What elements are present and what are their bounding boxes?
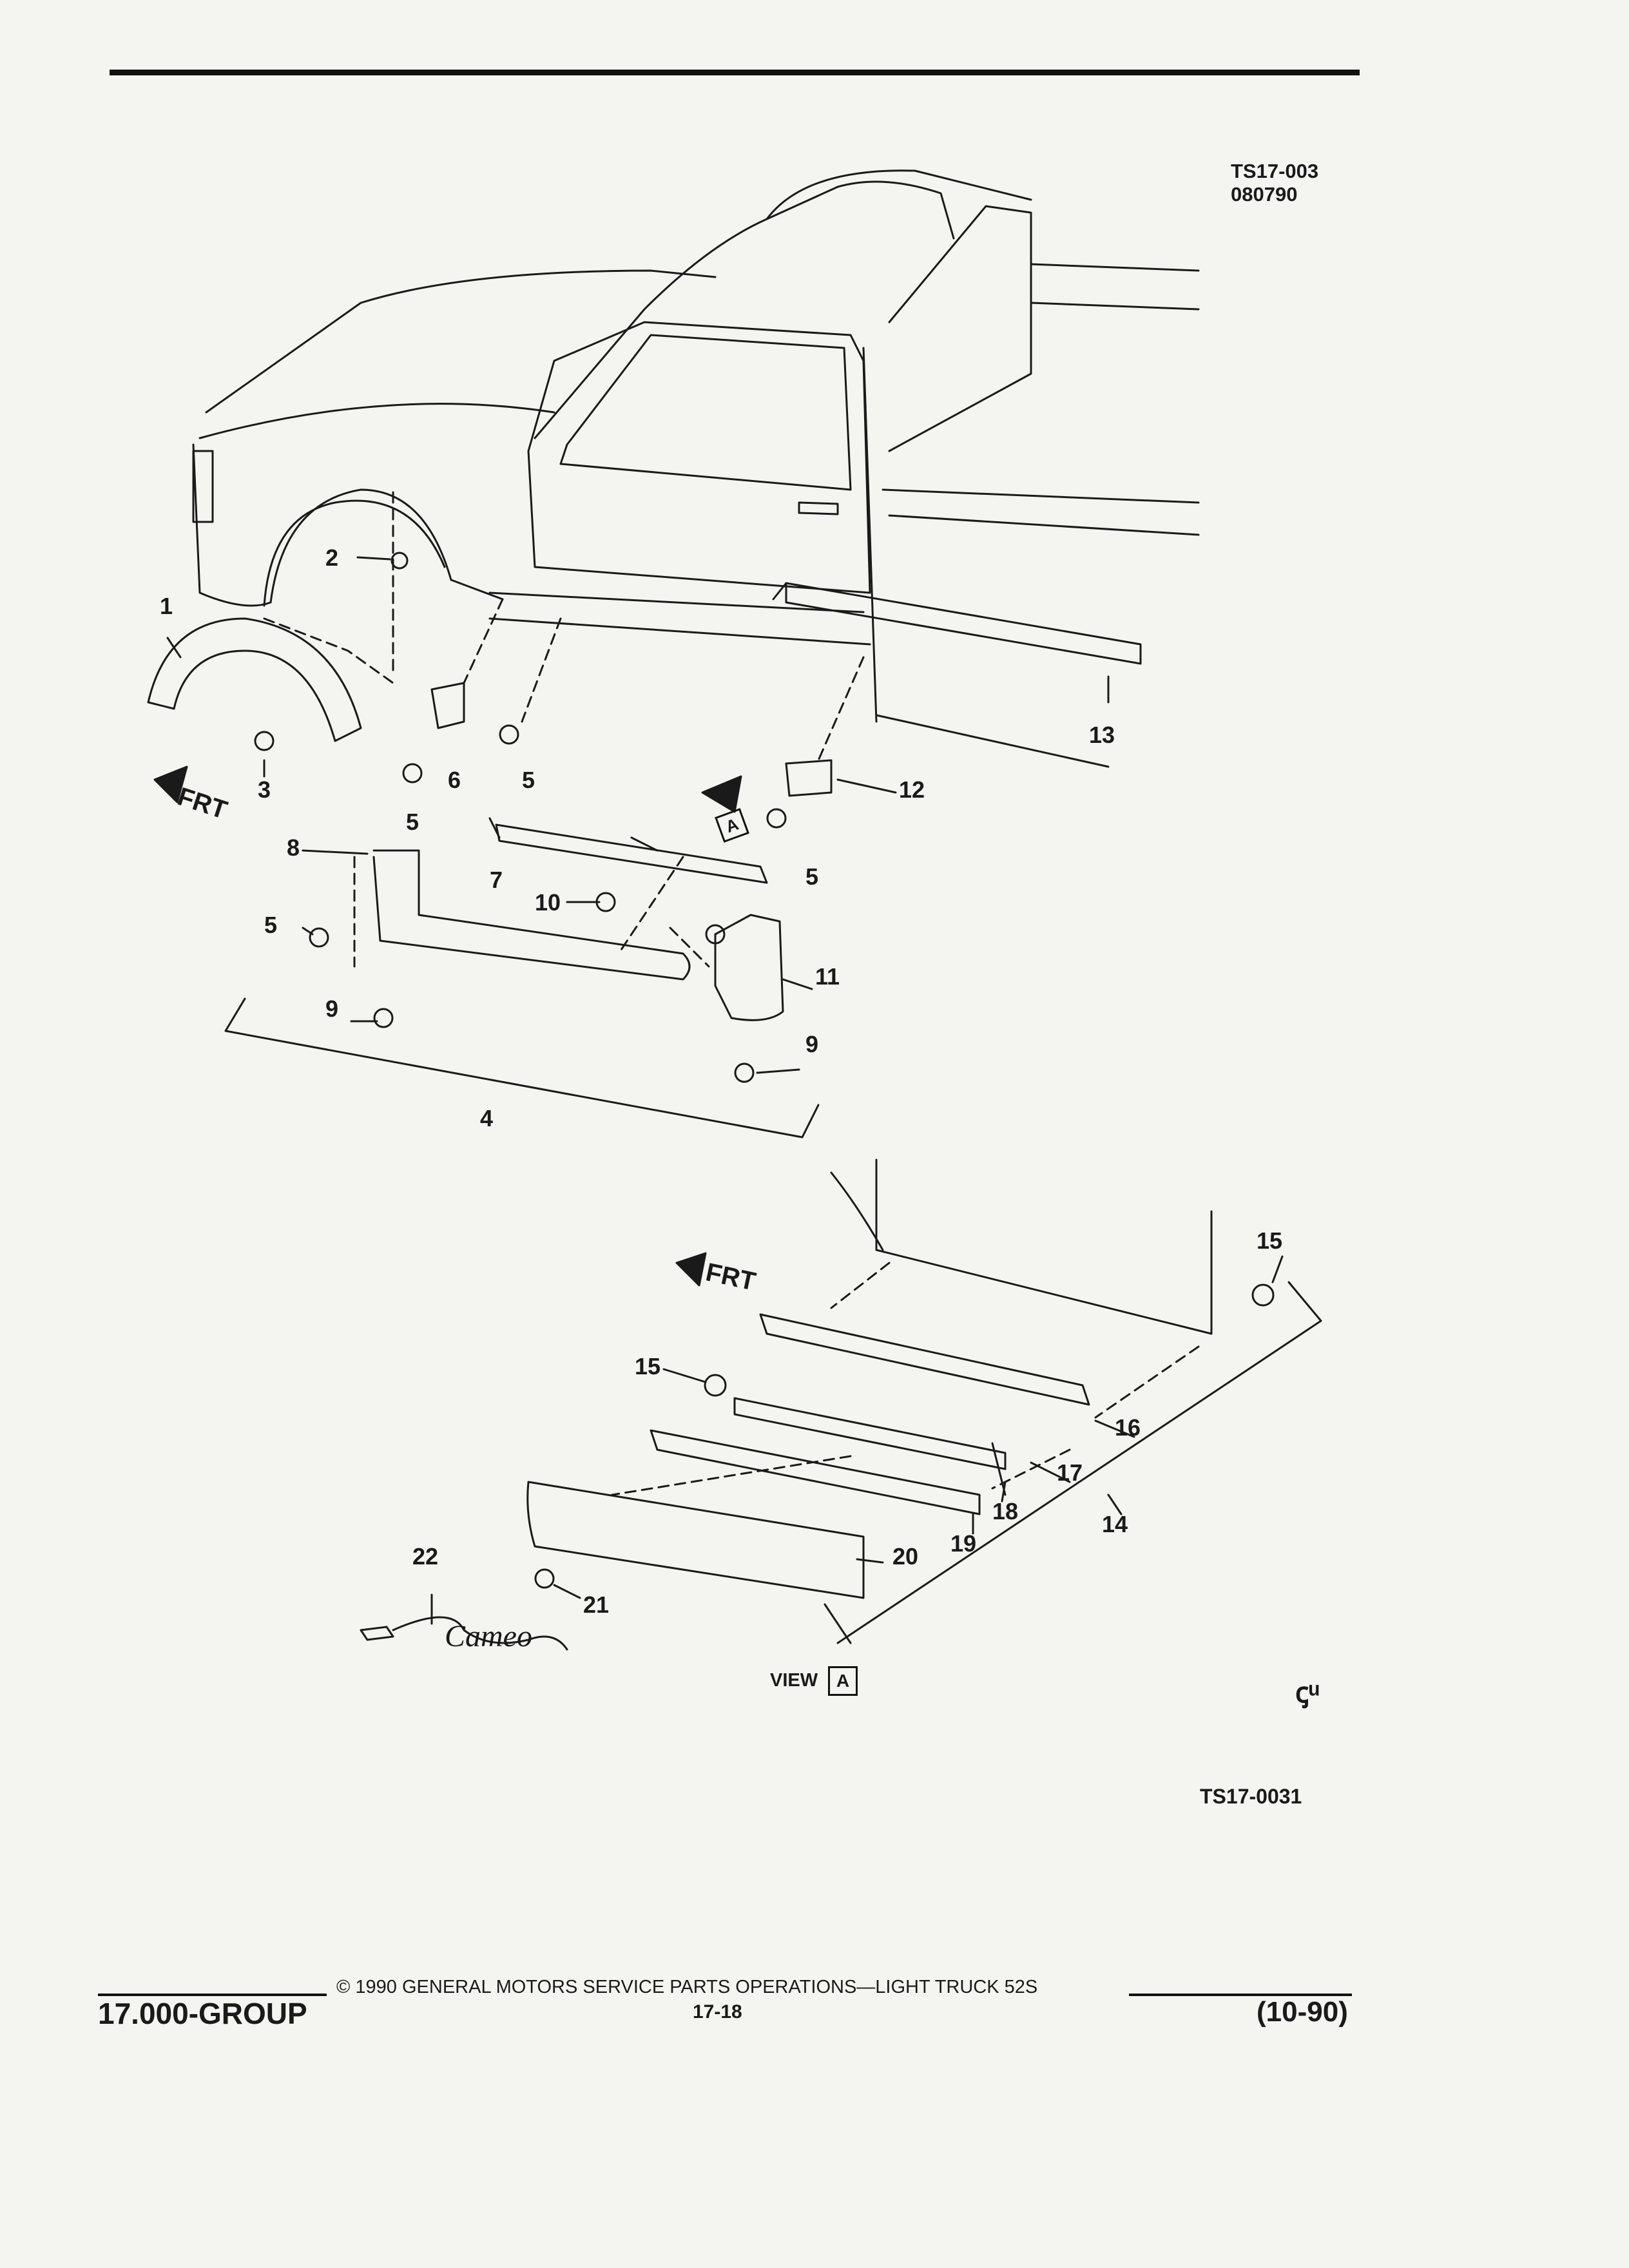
view-a-arrow-shape	[702, 776, 741, 812]
footer-group: 17.000-GROUP	[98, 1997, 307, 2030]
frt-arrow-2-shape	[677, 1253, 706, 1285]
fastener-5d	[706, 925, 724, 943]
callout-5b: 5	[522, 767, 535, 793]
leader-lines	[264, 490, 863, 966]
part-20-molding	[528, 1482, 863, 1598]
part-16-rail	[760, 1314, 1089, 1405]
truck-b-pillar	[863, 348, 876, 722]
part-6-bracket	[432, 683, 464, 728]
callout-15a: 15	[635, 1353, 661, 1379]
callout-21: 21	[583, 1591, 610, 1618]
view-label: VIEW	[770, 1670, 818, 1691]
truck-rocker-line	[490, 593, 870, 644]
view-a-leaders	[612, 1263, 1199, 1495]
callout-9b: 9	[805, 1031, 819, 1057]
fastener-2	[392, 553, 407, 568]
callout-lines	[168, 557, 1282, 1624]
truck-door-handle	[799, 503, 838, 514]
part-4-molding	[374, 850, 689, 979]
truck-hood	[206, 271, 715, 412]
callout-10: 10	[535, 889, 561, 916]
fastener-3	[255, 732, 273, 750]
part-4-group-bracket	[226, 999, 818, 1137]
callout-5d: 5	[805, 863, 819, 890]
fastener-5c	[310, 928, 328, 947]
callout-1: 1	[160, 593, 173, 619]
callout-19: 19	[950, 1530, 977, 1557]
callout-6: 6	[448, 767, 461, 793]
part-1-fender-flare	[148, 619, 361, 741]
truck-door-window	[561, 335, 851, 490]
footer-rule-left	[98, 1994, 327, 1996]
part-12-bracket	[786, 760, 831, 796]
truck-bed-rail-top	[1031, 264, 1199, 309]
footer-copyright: © 1990 GENERAL MOTORS SERVICE PARTS OPER…	[336, 1977, 1038, 1997]
service-parts-logo-icon: ꞔᵘ	[1295, 1677, 1320, 1709]
figure-code: TS17-003 080790	[1231, 160, 1318, 206]
callout-5c: 5	[264, 912, 278, 938]
figure-code-bottom: TS17-0031	[1200, 1785, 1302, 1808]
truck-headlamp	[193, 451, 213, 522]
fastener-12	[767, 809, 786, 827]
truck-door-outline	[528, 322, 870, 593]
cameo-script-text: Cameo	[445, 1619, 532, 1653]
callout-7: 7	[490, 867, 503, 893]
callout-2: 2	[325, 544, 339, 571]
part-17-strip	[735, 1398, 1005, 1469]
callout-9a: 9	[325, 995, 339, 1022]
view-letter-box: A	[828, 1666, 858, 1696]
callout-8: 8	[287, 834, 300, 861]
frt-arrow-1-shape	[155, 767, 187, 802]
callout-12: 12	[899, 776, 925, 803]
callout-4: 4	[480, 1105, 494, 1131]
callout-14: 14	[1102, 1511, 1128, 1537]
fastener-15b	[1253, 1285, 1273, 1305]
part-18-strip	[992, 1443, 1005, 1495]
footer-revision: (10-90)	[1257, 1996, 1348, 2028]
callout-5a: 5	[406, 809, 419, 835]
figure-code-id: TS17-003	[1231, 160, 1319, 182]
truck-front-fender	[193, 445, 503, 606]
part-11-end-cap	[715, 915, 783, 1020]
fastener-9b	[735, 1064, 753, 1082]
part-19-rail	[651, 1430, 979, 1514]
callout-20: 20	[892, 1543, 919, 1570]
footer-rule-right	[1129, 1994, 1352, 1996]
fastener-15a	[705, 1375, 726, 1396]
truck-windshield	[535, 182, 954, 438]
view-a-body-panel	[831, 1160, 1211, 1334]
view-a-bracket	[838, 1282, 1321, 1643]
callout-22: 22	[412, 1543, 439, 1570]
callout-13: 13	[1089, 722, 1115, 748]
fastener-5b	[500, 726, 518, 744]
fastener-5a	[403, 764, 421, 782]
truck-lower-body	[876, 715, 1108, 767]
callout-3: 3	[258, 776, 271, 803]
truck-hood-crease	[200, 404, 554, 438]
truck-bed-side	[883, 490, 1199, 535]
part-13-rail	[773, 583, 1141, 664]
truck-wheel-arch	[264, 501, 445, 606]
view-a-bracket-bottom	[825, 1604, 851, 1643]
callout-16: 16	[1115, 1414, 1141, 1441]
cameo-emblem	[361, 1617, 567, 1649]
callout-15b: 15	[1257, 1227, 1283, 1254]
figure-code-date: 080790	[1231, 183, 1298, 206]
callout-11: 11	[815, 963, 840, 990]
header-rule	[110, 70, 1360, 75]
footer-page-number: 17-18	[693, 2001, 742, 2023]
fastener-9a	[374, 1009, 392, 1027]
truck-rear-window	[889, 206, 1031, 451]
fastener-21	[535, 1570, 554, 1588]
callout-18: 18	[992, 1498, 1019, 1524]
callout-17: 17	[1057, 1459, 1083, 1486]
truck-roof	[767, 171, 1031, 219]
